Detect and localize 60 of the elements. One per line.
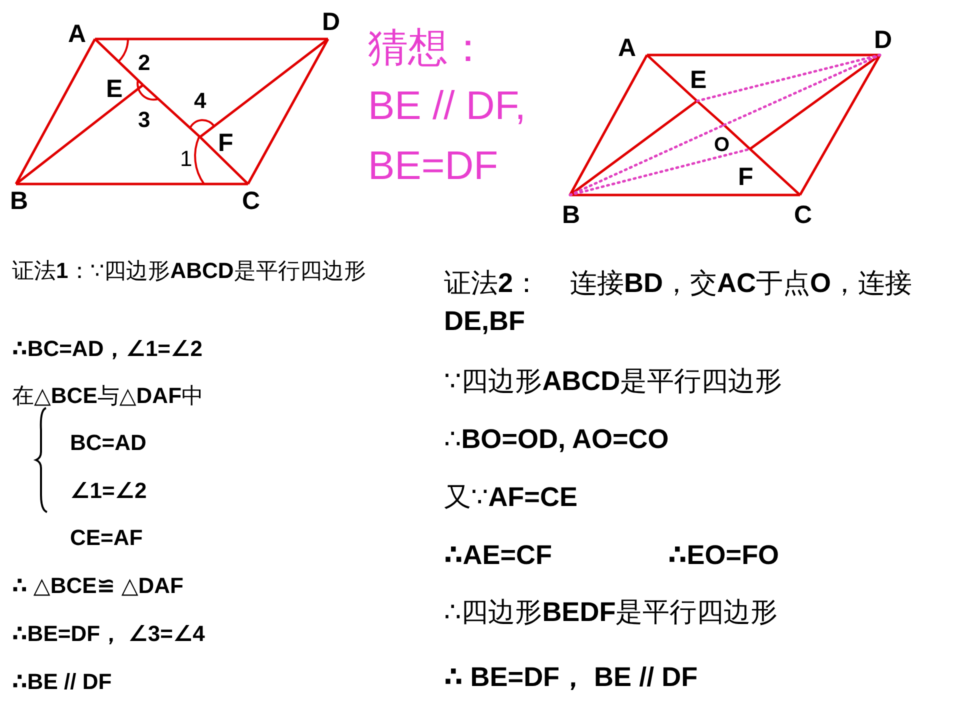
proof-line: ∴EO=FO <box>668 540 780 571</box>
point-label: F <box>218 131 234 156</box>
angle-number: 3 <box>138 107 150 133</box>
line-segment <box>749 148 801 196</box>
conjecture-text: BE=DF <box>368 144 498 188</box>
angle-number: 2 <box>138 50 150 76</box>
point-label: B <box>10 189 28 214</box>
point-label: E <box>106 77 123 102</box>
line-segment <box>94 38 144 86</box>
proof-line: ∴BE=DF， ∠3=∠4 <box>12 621 205 647</box>
point-label: A <box>68 22 86 47</box>
point-label: C <box>794 203 812 228</box>
point-label: E <box>690 68 707 93</box>
dotted-segment <box>696 54 882 102</box>
point-label: C <box>242 189 260 214</box>
line-segment <box>15 84 144 185</box>
proof-line: ∠1=∠2 <box>70 478 147 504</box>
line-segment <box>646 54 698 102</box>
conjecture-text: BE // DF, <box>368 84 526 128</box>
line-segment <box>199 136 249 185</box>
line-segment <box>14 38 96 185</box>
line-segment <box>749 54 881 150</box>
point-label: D <box>874 28 892 53</box>
line-segment <box>570 194 800 196</box>
line-segment <box>798 54 882 196</box>
line-segment <box>723 124 751 150</box>
proof-line: ∴AE=CF <box>444 540 552 571</box>
line-segment <box>199 38 329 138</box>
point-label: D <box>322 10 340 35</box>
proof-line: ∵四边形ABCD是平行四边形 <box>444 366 782 397</box>
proof-line: 在△BCE与△DAF中 <box>12 383 204 409</box>
line-segment <box>16 182 248 186</box>
angle-number: 4 <box>194 88 206 114</box>
proof-line: CE=AF <box>70 525 143 551</box>
dotted-segment <box>568 124 726 196</box>
line-segment <box>569 100 698 196</box>
proof-line: 证法1：∵四边形ABCD是平行四边形 <box>12 257 367 285</box>
proof-line: 又∵AF=CE <box>444 482 578 513</box>
proof-line: ∴四边形BEDF是平行四边形 <box>444 597 778 628</box>
angle-number: 1 <box>180 146 192 172</box>
point-label: A <box>618 36 636 61</box>
proof-line: ∴BC=AD，∠1=∠2 <box>12 336 202 362</box>
line-segment <box>696 100 725 126</box>
line-segment <box>142 84 201 138</box>
proof-line: BC=AD <box>70 430 146 456</box>
line-segment <box>246 38 330 185</box>
conjecture-text: 猜想： <box>368 26 488 70</box>
proof-line: ∴BO=OD, AO=CO <box>444 424 669 455</box>
point-label: F <box>738 165 754 190</box>
dotted-segment <box>722 54 882 126</box>
line-segment <box>647 54 880 56</box>
dotted-segment <box>568 148 752 196</box>
point-label: B <box>562 203 580 228</box>
proof-line: ∴ △BCE≌ △DAF <box>12 573 184 599</box>
point-label: O <box>714 133 730 158</box>
line-segment <box>568 54 648 196</box>
proof-line: ∴BE // DF <box>12 669 112 695</box>
line-segment <box>95 38 328 40</box>
proof-line: ∴ BE=DF， BE // DF <box>444 662 698 693</box>
proof-line: 证法2： 连接BD，交AC于点O，连接DE,BF <box>444 267 914 338</box>
